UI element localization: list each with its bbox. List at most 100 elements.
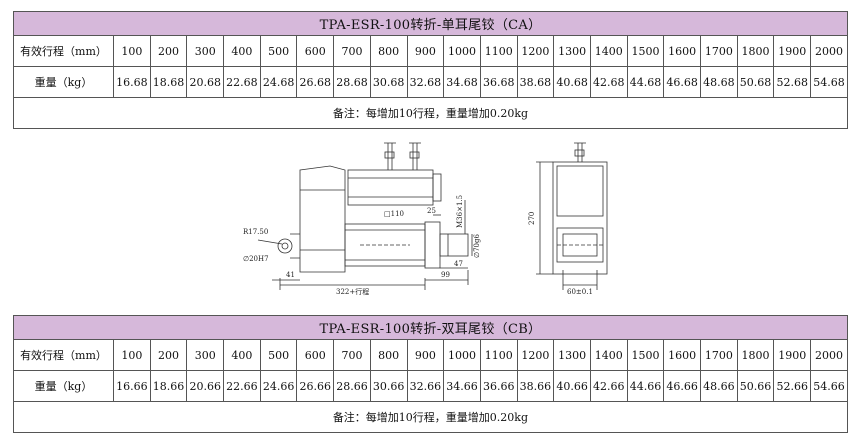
stroke-cell: 1300	[553, 339, 591, 371]
cable-right	[409, 142, 421, 170]
weight-label: 重量（kg）	[13, 66, 114, 98]
stroke-cell: 1800	[736, 35, 775, 67]
stroke-cell: 1800	[736, 339, 775, 371]
stroke-cell: 1900	[773, 35, 812, 67]
weight-cell: 18.68	[149, 66, 188, 98]
stroke-cell: 1600	[663, 35, 701, 67]
table-ca: TPA-ESR-100转折-单耳尾铰（CA） 有效行程（mm） 100 200 …	[12, 11, 849, 129]
radius-label: R17.50	[243, 228, 268, 236]
weight-cell: 52.66	[773, 370, 812, 402]
stroke-cell: 600	[296, 339, 335, 371]
table-cb-title: TPA-ESR-100转折-双耳尾铰（CB）	[13, 315, 848, 340]
stroke-cell: 300	[186, 339, 225, 371]
weight-cell: 38.68	[516, 66, 555, 98]
weight-cell: 32.66	[406, 370, 445, 402]
dim-25-label: 25	[427, 207, 436, 215]
cable-left	[384, 142, 396, 170]
weight-cell: 26.68	[296, 66, 335, 98]
stroke-cell: 600	[296, 35, 335, 67]
weight-cell: 36.66	[479, 370, 518, 402]
stroke-cell: 1200	[516, 339, 555, 371]
weight-cell: 48.66	[700, 370, 738, 402]
weight-cell: 38.66	[516, 370, 555, 402]
stroke-cell: 100	[113, 35, 151, 67]
stroke-cell: 2000	[810, 35, 849, 67]
stroke-cell: 800	[369, 35, 408, 67]
table-ca-title: TPA-ESR-100转折-单耳尾铰（CA）	[12, 11, 849, 36]
rod-end	[439, 233, 469, 257]
stroke-cell: 1200	[516, 35, 555, 67]
weight-cell: 40.68	[553, 66, 591, 98]
dim-47-label: 47	[454, 260, 463, 268]
weight-cell: 18.66	[149, 370, 188, 402]
stroke-cell: 1300	[553, 35, 591, 67]
stroke-cell: 800	[369, 339, 408, 371]
drawing-svg: R17.50 ∅20H7 □110 25 M36×1.5 ∅70g6 47 41…	[243, 142, 608, 296]
weight-cell: 20.68	[186, 66, 225, 98]
stroke-cell: 1700	[700, 35, 738, 67]
stroke-cell: 900	[406, 35, 445, 67]
cable-end-view	[574, 142, 586, 162]
stroke-cell: 900	[406, 339, 445, 371]
stroke-cell: 400	[223, 339, 261, 371]
stroke-cell: 1100	[479, 35, 518, 67]
weight-cell: 30.68	[369, 66, 408, 98]
weight-cell: 42.68	[589, 66, 628, 98]
cable-connector-right	[409, 151, 420, 159]
table-cb: TPA-ESR-100转折-双耳尾铰（CB） 有效行程（mm） 100 200 …	[13, 315, 848, 433]
stroke-cell: 1400	[589, 339, 628, 371]
stroke-dimension-label: 322+行程	[336, 287, 369, 296]
stroke-cell: 500	[259, 339, 298, 371]
table-ca-note: 备注：每增加10行程，重量增加0.20kg	[12, 97, 849, 129]
weight-cell: 26.66	[296, 370, 335, 402]
weight-cell: 50.66	[736, 370, 775, 402]
stroke-cell: 300	[186, 35, 225, 67]
weight-cell: 48.68	[700, 66, 738, 98]
weight-cell: 20.66	[186, 370, 225, 402]
upper-motor	[347, 169, 434, 206]
weight-cell: 54.66	[810, 370, 848, 402]
height-dimension-label: 270	[528, 212, 536, 225]
weight-cell: 46.68	[663, 66, 701, 98]
weight-cell: 54.68	[810, 66, 849, 98]
thread-label: M36×1.5	[456, 195, 464, 228]
weight-cell: 22.66	[223, 370, 261, 402]
weight-cell: 36.68	[479, 66, 518, 98]
tail-pin	[277, 238, 293, 254]
weight-cell: 22.68	[223, 66, 261, 98]
weight-cell: 42.66	[589, 370, 628, 402]
weight-cell: 28.68	[333, 66, 371, 98]
weight-cell: 32.68	[406, 66, 445, 98]
stroke-cell: 1400	[589, 35, 628, 67]
gearbox-housing	[299, 165, 346, 273]
pin-diameter-label: ∅20H7	[243, 255, 269, 263]
stroke-cell: 400	[223, 35, 261, 67]
weight-cell: 44.66	[626, 370, 665, 402]
weight-cell: 50.68	[736, 66, 775, 98]
stroke-cell: 500	[259, 35, 298, 67]
stroke-cell: 1700	[700, 339, 738, 371]
stroke-label: 有效行程（mm）	[13, 339, 114, 371]
stroke-cell: 1900	[773, 339, 812, 371]
weight-cell: 24.68	[259, 66, 298, 98]
weight-cell: 16.68	[113, 66, 151, 98]
stroke-cell: 2000	[810, 339, 848, 371]
stroke-cell: 100	[113, 339, 151, 371]
width-dimension-label: 60±0.1	[567, 288, 593, 296]
weight-cell: 44.68	[626, 66, 665, 98]
end-view-housing	[552, 161, 608, 275]
weight-cell: 40.66	[553, 370, 591, 402]
cable-connector-left	[384, 151, 395, 159]
rod-diameter-label: ∅70g6	[473, 234, 481, 258]
table-cb-weight-row: 重量（kg） 16.66 18.66 20.66 22.66 24.66 26.…	[13, 370, 848, 402]
weight-cell: 30.66	[369, 370, 408, 402]
table-cb-stroke-row: 有效行程（mm） 100 200 300 400 500 600 700 800…	[13, 339, 848, 371]
stroke-cell: 200	[149, 35, 188, 67]
weight-cell: 34.66	[443, 370, 481, 402]
weight-cell: 52.68	[773, 66, 812, 98]
weight-label: 重量（kg）	[13, 370, 114, 402]
actuator-drawing: R17.50 ∅20H7 □110 25 M36×1.5 ∅70g6 47 41…	[0, 130, 860, 310]
stroke-cell: 700	[333, 35, 371, 67]
stroke-cell: 200	[149, 339, 188, 371]
table-ca-stroke-row: 有效行程（mm） 100 200 300 400 500 600 700 800…	[13, 35, 849, 67]
